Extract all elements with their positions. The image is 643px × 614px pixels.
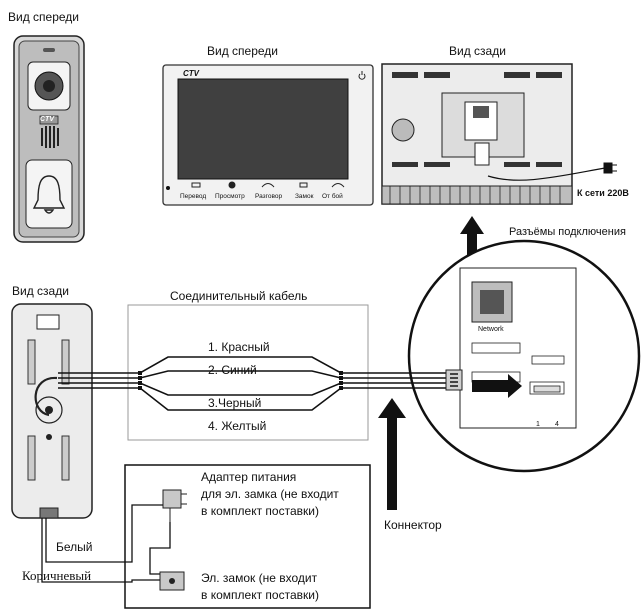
cable-title: Соединительный кабель xyxy=(170,289,308,303)
power-icon xyxy=(358,71,366,80)
adapter-label-line-2: для эл. замка (не входит xyxy=(201,487,339,501)
speaker-grille xyxy=(391,118,415,142)
wire-label-4: 4. Желтый xyxy=(208,419,267,433)
brown-wire-label: Коричневый xyxy=(22,568,92,583)
monitor-button-icons xyxy=(191,181,345,189)
pin-label-1: 1 xyxy=(536,421,540,428)
monitor-button-3: Разговор xyxy=(255,193,283,200)
plug-icon xyxy=(603,162,617,174)
power-cable xyxy=(487,167,606,181)
wire-3 xyxy=(58,382,446,396)
connector-label: Коннектор xyxy=(384,518,442,532)
power-adapter-icon xyxy=(162,489,187,522)
rear-view-monitor-label: Вид сзади xyxy=(449,44,506,58)
wire-label-2: 2. Синий xyxy=(208,363,257,377)
mains-label: К сети 220В xyxy=(577,188,629,198)
lock-adapter-box xyxy=(41,464,371,609)
monitor-front xyxy=(162,64,374,206)
adapter-label-line-1: Адаптер питания xyxy=(201,470,297,484)
connectors-label: Разъёмы подключения xyxy=(509,226,626,238)
monitor-button-5: От бой xyxy=(322,193,343,200)
white-wire-label: Белый xyxy=(56,540,93,554)
adapter-label-line-3: в комплект поставки) xyxy=(201,504,319,518)
lock-label-line-2: в комплект поставки) xyxy=(201,588,319,602)
front-view-monitor-label: Вид спереди xyxy=(207,44,279,58)
arrow-to-connector xyxy=(378,398,406,510)
monitor-button-4: Замок xyxy=(295,193,314,200)
monitor-brand-logo: CTV xyxy=(183,69,199,78)
lock-label-line-1: Эл. замок (не входит xyxy=(201,571,318,585)
wire-label-3: 3.Черный xyxy=(208,396,262,410)
wire-2 xyxy=(58,370,446,379)
wire-label-1: 1. Красный xyxy=(208,340,270,354)
panel-brand-logo: CTV xyxy=(40,116,54,123)
monitor-button-1: Перевод xyxy=(180,193,207,200)
call-panel-rear xyxy=(11,303,93,519)
connector-zoom-circle xyxy=(407,239,641,473)
rear-view-panel-label: Вид сзади xyxy=(12,284,69,298)
bell-icon xyxy=(32,175,66,214)
panel-cable-loop xyxy=(34,376,58,417)
cable-diagram xyxy=(58,304,463,441)
monitor-button-2: Просмотр xyxy=(215,193,245,200)
arrow-to-monitor xyxy=(460,216,484,262)
call-panel-front xyxy=(13,35,85,243)
wire-4 xyxy=(58,387,446,411)
monitor-rear xyxy=(381,63,617,205)
front-view-panel-label: Вид спереди xyxy=(8,10,80,24)
network-port-label: Network xyxy=(478,326,504,333)
wire-1 xyxy=(58,356,446,374)
pin-label-4: 4 xyxy=(555,421,559,428)
